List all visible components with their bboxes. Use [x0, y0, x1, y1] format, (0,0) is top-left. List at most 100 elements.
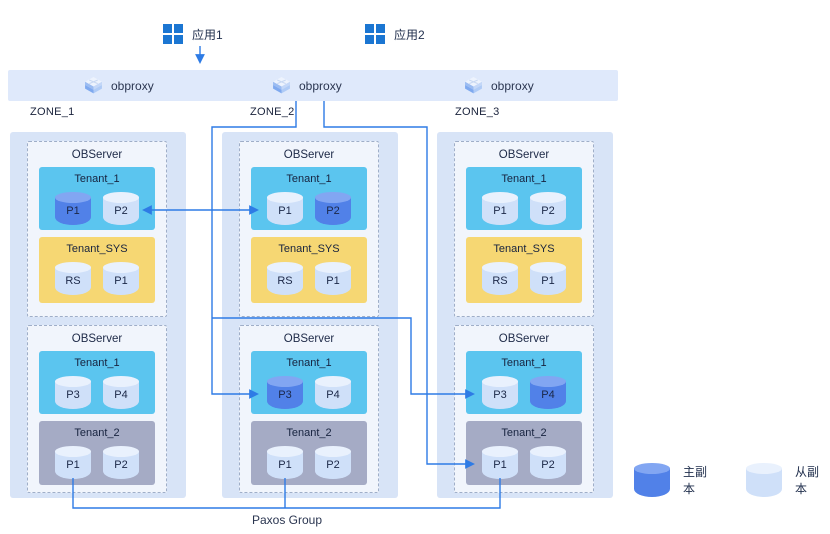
partition-label: P1: [278, 459, 292, 471]
partition-cylinder: P1: [103, 262, 139, 295]
partition-label: RS: [65, 275, 81, 287]
partition-cylinder: P1: [55, 192, 91, 225]
tenant-name: Tenant_SYS: [66, 243, 128, 255]
tenant-name: Tenant_SYS: [493, 243, 555, 255]
tenant-box: Tenant_SYS RS P1: [39, 237, 155, 303]
zone-1: OBServer Tenant_1 P1 P2 Tenant_SYS RS P1…: [10, 132, 186, 498]
partition-row: P1 P2: [251, 445, 367, 479]
zone-2: OBServer Tenant_1 P1 P2 Tenant_SYS RS P1…: [222, 132, 398, 498]
obproxy-node-3: obproxy: [464, 70, 534, 101]
partition-row: P1 P2: [466, 445, 582, 479]
partition-cylinder: P1: [315, 262, 351, 295]
tenant-name: Tenant_1: [74, 173, 120, 185]
obproxy-stack-icon: [273, 77, 290, 94]
partition-label: RS: [277, 275, 293, 287]
zone-3: OBServer Tenant_1 P1 P2 Tenant_SYS RS P1…: [437, 132, 613, 498]
partition-cylinder: P4: [315, 376, 351, 409]
partition-label: P3: [493, 389, 507, 401]
partition-label: P1: [493, 459, 507, 471]
observer-title: OBServer: [71, 149, 123, 161]
partition-label: RS: [492, 275, 508, 287]
zone2-label: ZONE_2: [250, 106, 295, 118]
partition-label: P2: [326, 459, 340, 471]
tenant-box: Tenant_2 P1 P2: [251, 421, 367, 485]
partition-label: P2: [541, 459, 555, 471]
observer-title: OBServer: [71, 333, 123, 345]
obproxy-node-1: obproxy: [84, 70, 154, 101]
partition-label: P1: [278, 205, 292, 217]
tenant-box: Tenant_1 P3 P4: [466, 351, 582, 414]
app-grid-icon: [365, 24, 385, 44]
app-1: 应用1: [163, 24, 223, 44]
obproxy-label: obproxy: [299, 78, 342, 93]
app-2: 应用2: [365, 24, 425, 44]
obproxy-bar: obproxy obproxy obproxy: [8, 70, 618, 101]
partition-label: P2: [114, 205, 128, 217]
partition-cylinder: P2: [315, 192, 351, 225]
partition-cylinder: P2: [103, 192, 139, 225]
observer-title: OBServer: [283, 149, 335, 161]
tenant-box: Tenant_1 P3 P4: [251, 351, 367, 414]
partition-cylinder: RS: [267, 262, 303, 295]
partition-label: P1: [326, 275, 340, 287]
zone1-label: ZONE_1: [30, 106, 75, 118]
partition-row: P1 P2: [251, 191, 367, 225]
observer-box: OBServer Tenant_1 P3 P4 Tenant_2 P1 P2: [27, 325, 167, 493]
observer-title: OBServer: [283, 333, 335, 345]
observer-title: OBServer: [498, 149, 550, 161]
app-label: 应用1: [192, 27, 223, 42]
primary-replica-cylinder: [634, 463, 670, 497]
partition-row: RS P1: [251, 261, 367, 295]
partition-cylinder: RS: [55, 262, 91, 295]
tenant-box: Tenant_SYS RS P1: [466, 237, 582, 303]
partition-cylinder: P1: [530, 262, 566, 295]
tenant-name: Tenant_1: [501, 173, 547, 185]
partition-cylinder: P4: [103, 376, 139, 409]
partition-row: P3 P4: [466, 375, 582, 409]
observer-box: OBServer Tenant_1 P1 P2 Tenant_SYS RS P1: [239, 141, 379, 317]
partition-label: P1: [66, 205, 80, 217]
partition-label: P1: [493, 205, 507, 217]
obproxy-stack-icon: [465, 77, 482, 94]
legend-item-follower: 从副本: [746, 462, 830, 497]
tenant-name: Tenant_2: [286, 427, 332, 439]
tenant-name: Tenant_SYS: [278, 243, 340, 255]
partition-row: P1 P2: [39, 445, 155, 479]
partition-cylinder: P3: [267, 376, 303, 409]
obproxy-stack-icon: [85, 77, 102, 94]
observer-box: OBServer Tenant_1 P3 P4 Tenant_2 P1 P2: [239, 325, 379, 493]
obproxy-label: obproxy: [491, 78, 534, 93]
partition-cylinder: P1: [55, 446, 91, 479]
zone3-label: ZONE_3: [455, 106, 500, 118]
partition-cylinder: P2: [530, 446, 566, 479]
tenant-name: Tenant_1: [74, 357, 120, 369]
partition-label: P3: [278, 389, 292, 401]
obproxy-label: obproxy: [111, 78, 154, 93]
tenant-box: Tenant_1 P1 P2: [39, 167, 155, 230]
tenant-box: Tenant_1 P1 P2: [466, 167, 582, 230]
tenant-box: Tenant_2 P1 P2: [39, 421, 155, 485]
app-label: 应用2: [394, 27, 425, 42]
partition-row: RS P1: [39, 261, 155, 295]
tenant-box: Tenant_SYS RS P1: [251, 237, 367, 303]
tenant-name: Tenant_1: [501, 357, 547, 369]
observer-title: OBServer: [498, 333, 550, 345]
partition-row: RS P1: [466, 261, 582, 295]
partition-cylinder: P3: [482, 376, 518, 409]
partition-label: P4: [326, 389, 340, 401]
partition-row: P1 P2: [39, 191, 155, 225]
partition-cylinder: P2: [530, 192, 566, 225]
tenant-name: Tenant_1: [286, 173, 332, 185]
partition-label: P1: [66, 459, 80, 471]
partition-cylinder: P2: [315, 446, 351, 479]
tenant-box: Tenant_1 P3 P4: [39, 351, 155, 414]
app-grid-icon: [163, 24, 183, 44]
paxos-group-label: Paxos Group: [251, 513, 323, 527]
partition-row: P3 P4: [251, 375, 367, 409]
partition-cylinder: P3: [55, 376, 91, 409]
legend-label: 主副本: [682, 464, 707, 496]
tenant-box: Tenant_1 P1 P2: [251, 167, 367, 230]
follower-replica-cylinder: [746, 463, 782, 497]
partition-cylinder: RS: [482, 262, 518, 295]
